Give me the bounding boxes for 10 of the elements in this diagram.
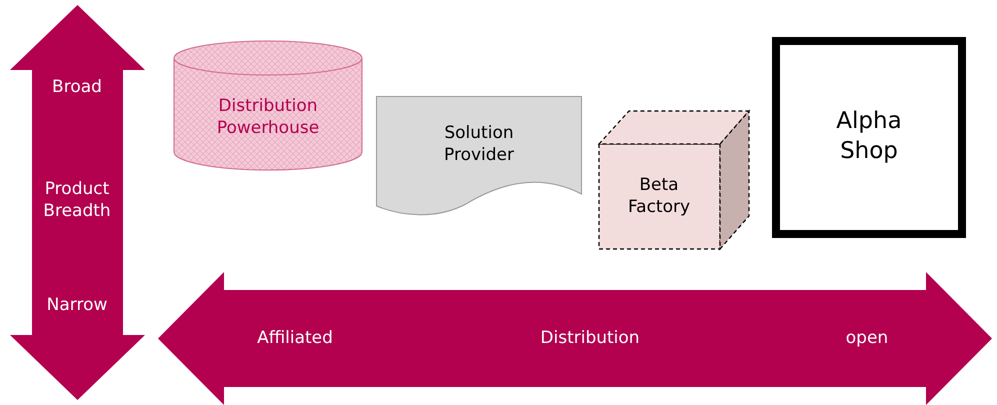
node-label: Alpha Shop <box>835 107 903 166</box>
axis-label: Distribution <box>539 326 641 350</box>
node-label: Beta Factory <box>626 174 692 218</box>
axis-label: Product Breadth <box>42 178 112 222</box>
node-label: Distribution Powerhouse <box>216 94 320 140</box>
axis-label: Narrow <box>46 294 108 316</box>
axis-label: Affiliated <box>256 326 334 350</box>
axis-label: Broad <box>51 76 103 98</box>
node-label: Solution Provider <box>443 122 515 166</box>
axis-label: open <box>844 326 890 350</box>
